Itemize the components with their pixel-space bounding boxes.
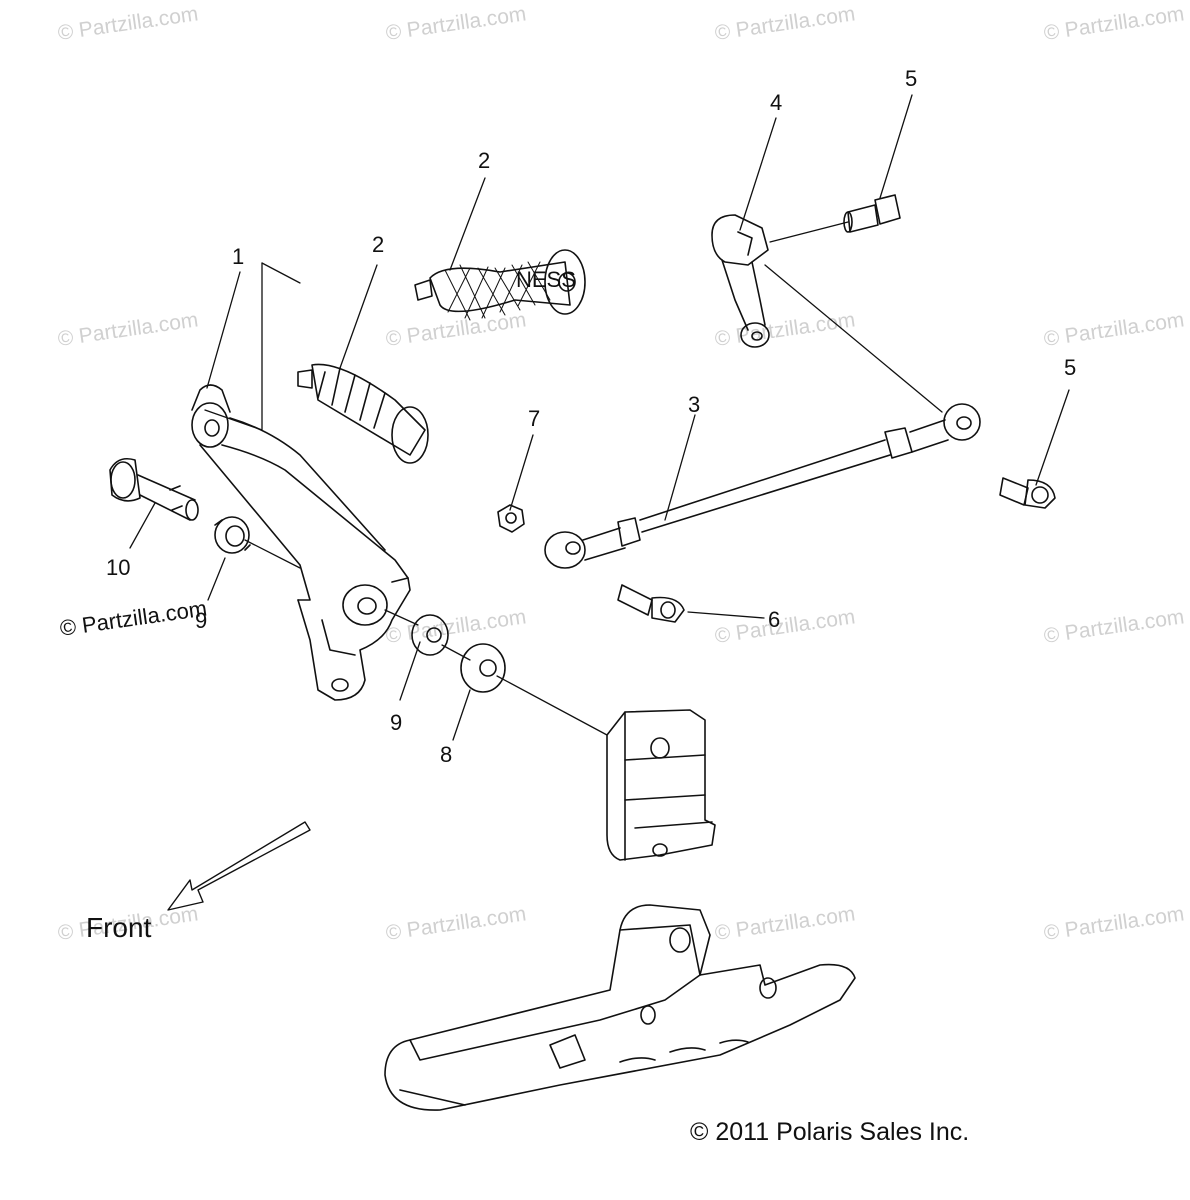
bolt-lower	[617, 584, 685, 623]
callout-8: 8	[440, 742, 453, 767]
bolt-right	[999, 477, 1056, 509]
front-label: Front	[86, 912, 152, 943]
callout-7: 7	[528, 406, 541, 431]
bolt-upper	[843, 194, 901, 233]
shift-arm	[711, 214, 770, 348]
shift-lever	[191, 384, 411, 701]
callout-1: 1	[232, 244, 245, 269]
callout-4: 4	[770, 90, 783, 115]
bushing	[214, 516, 251, 554]
callout-6: 6	[768, 607, 781, 632]
copyright-text: © 2011 Polaris Sales Inc.	[690, 1118, 970, 1146]
leader-lines	[129, 94, 1070, 741]
washer-small	[411, 614, 449, 656]
knurled-peg	[414, 249, 586, 321]
shift-rod	[544, 403, 981, 569]
callout-9: 9	[195, 608, 208, 633]
callout-10: 10	[106, 555, 131, 580]
callout-9: 9	[390, 710, 403, 735]
callout-2: 2	[478, 148, 491, 173]
washer-large	[460, 643, 506, 693]
callout-5: 5	[905, 66, 918, 91]
callout-5: 5	[1064, 355, 1077, 380]
callout-2: 2	[372, 232, 385, 257]
rubber-peg	[297, 363, 429, 464]
footboard	[384, 904, 856, 1111]
mount-bracket	[606, 709, 716, 861]
nut	[497, 504, 525, 533]
callout-3: 3	[688, 392, 701, 417]
pivot-bolt	[109, 457, 199, 521]
front-direction-arrow-icon	[167, 821, 311, 911]
ness-label: NESS	[516, 267, 576, 292]
